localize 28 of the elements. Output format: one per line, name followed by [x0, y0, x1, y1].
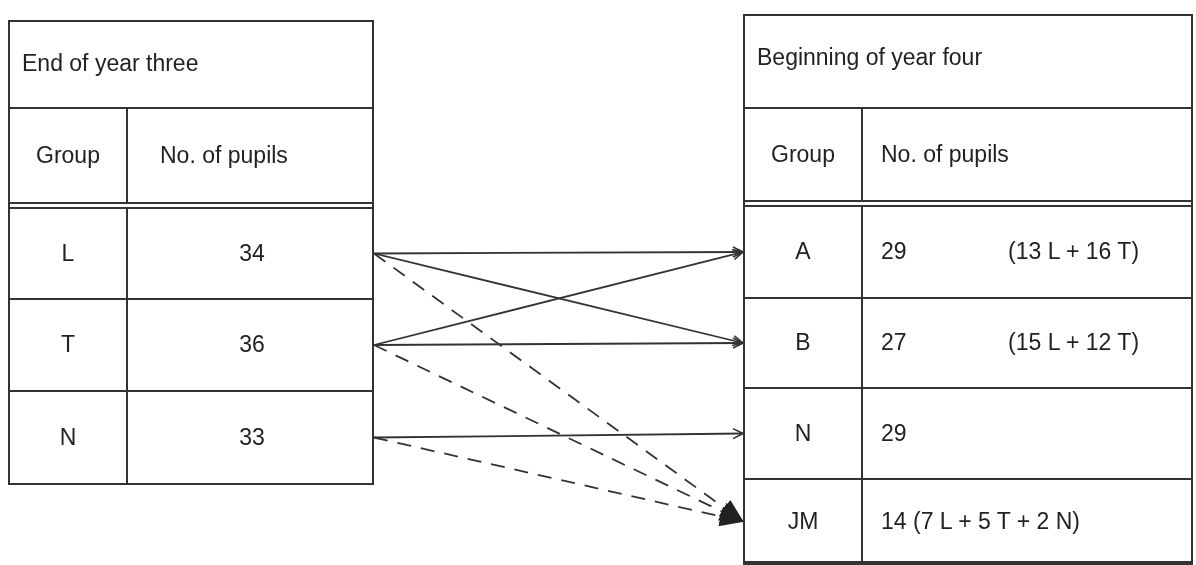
cell-text: (13 L + 16 T) [1008, 238, 1140, 265]
cell-text: 34 [239, 239, 265, 267]
cell-text: JM [787, 507, 819, 535]
table-title: End of year three [22, 50, 199, 77]
table-title: Beginning of year four [757, 44, 983, 71]
cell-text: B [795, 329, 811, 356]
cell-text: T [60, 331, 76, 358]
column-header: No. of pupils [881, 140, 1009, 168]
cell-text: L [61, 239, 75, 267]
cell-text: A [795, 238, 811, 265]
arrow [373, 344, 744, 523]
cell-text: 33 [239, 423, 265, 451]
cell-text: N [59, 423, 77, 451]
table [743, 14, 1193, 563]
cell-text: (15 L + 12 T) [1008, 329, 1140, 356]
column-header: No. of pupils [160, 141, 288, 169]
column-header: Group [771, 140, 835, 168]
column-header: Group [36, 141, 100, 169]
cell-text: N [794, 419, 812, 447]
cell-text: 27 [881, 329, 907, 356]
cell-text: 29 [881, 238, 907, 265]
cell-text: 36 [239, 331, 265, 358]
table-row [743, 478, 1193, 565]
table [8, 20, 374, 485]
cell-text: 29 [881, 419, 907, 447]
arrow [373, 337, 744, 349]
arrow [373, 436, 744, 527]
cell-text: 14 (7 L + 5 T + 2 N) [881, 507, 1081, 535]
